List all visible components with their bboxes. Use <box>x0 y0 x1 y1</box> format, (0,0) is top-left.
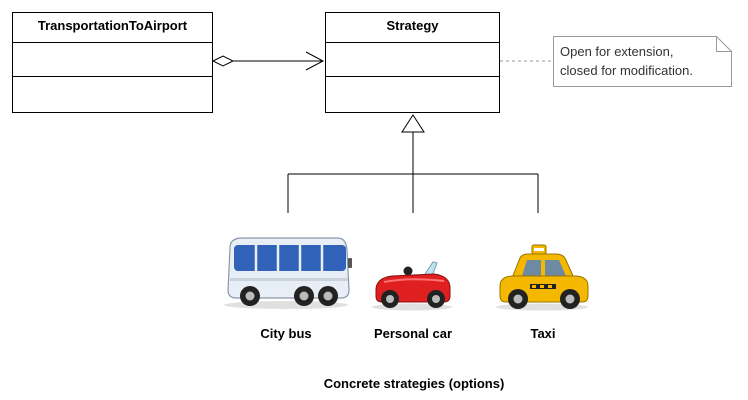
option-label-city-bus: City bus <box>260 326 311 341</box>
note-line-1: Open for extension, <box>560 44 673 59</box>
strategy-class-name: Strategy <box>386 18 439 33</box>
note-line-2: closed for modification. <box>560 63 693 78</box>
bus-icon <box>224 237 352 309</box>
design-principle-note: Open for extension, closed for modificat… <box>553 36 732 87</box>
context-class-box[interactable]: TransportationToAirport <box>12 12 213 113</box>
inheritance-triangle <box>401 114 425 133</box>
convertible-car-icon <box>372 261 452 311</box>
inheritance-connector <box>287 114 539 213</box>
aggregation-diamond <box>211 55 235 67</box>
option-label-taxi: Taxi <box>530 326 555 341</box>
taxi-icon <box>496 244 589 311</box>
context-class-name: TransportationToAirport <box>38 18 188 33</box>
concrete-strategies-caption: Concrete strategies (options) <box>324 376 505 391</box>
option-label-personal-car: Personal car <box>374 326 452 341</box>
aggregation-connector <box>211 51 325 71</box>
open-arrowhead <box>305 51 325 71</box>
strategy-class-box[interactable]: Strategy <box>325 12 500 113</box>
